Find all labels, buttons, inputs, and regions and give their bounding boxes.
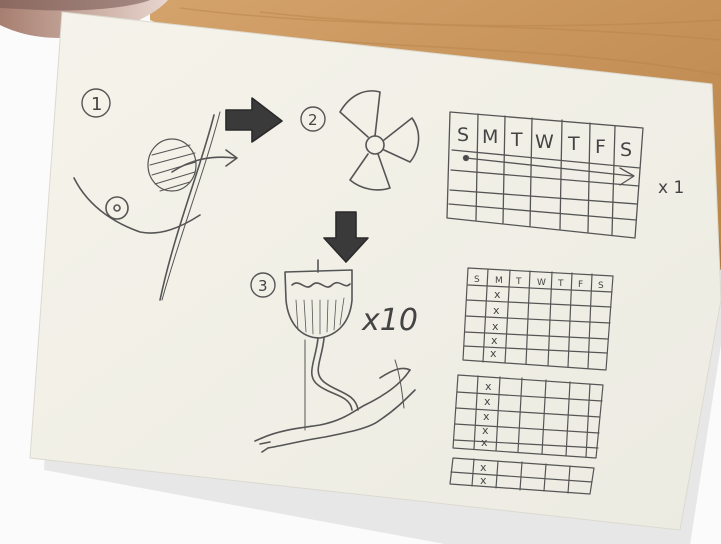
day-label: S <box>474 275 480 285</box>
day-label: W <box>535 131 554 153</box>
step-two-number: 2 <box>308 111 318 129</box>
multiplier-ten: x10 <box>361 303 418 338</box>
day-label: S <box>457 124 469 146</box>
day-label: M <box>495 276 503 286</box>
x-mark: x <box>491 334 498 347</box>
step-three-number: 3 <box>258 277 268 295</box>
step-one-number: 1 <box>91 94 102 115</box>
x-mark: x <box>490 347 497 360</box>
x-mark: x <box>484 395 491 408</box>
x-mark: x <box>480 461 487 474</box>
day-label: T <box>515 277 522 287</box>
day-label: M <box>482 126 498 148</box>
day-label: F <box>595 136 606 158</box>
x-mark: x <box>485 380 492 393</box>
day-label: S <box>598 281 604 291</box>
multiplier-once: x 1 <box>658 178 684 198</box>
x-mark: x <box>480 474 487 487</box>
x-mark: x <box>492 320 499 333</box>
x-mark: x <box>494 288 501 301</box>
day-label: T <box>567 133 580 155</box>
day-label: T <box>510 129 523 151</box>
x-mark: x <box>493 304 500 317</box>
paper-card <box>30 12 721 530</box>
day-label: F <box>578 280 583 290</box>
day-label: W <box>537 278 546 288</box>
day-label: S <box>620 139 632 161</box>
x-mark: x <box>483 410 490 423</box>
x-mark: x <box>481 436 488 449</box>
day-label: T <box>557 279 564 289</box>
